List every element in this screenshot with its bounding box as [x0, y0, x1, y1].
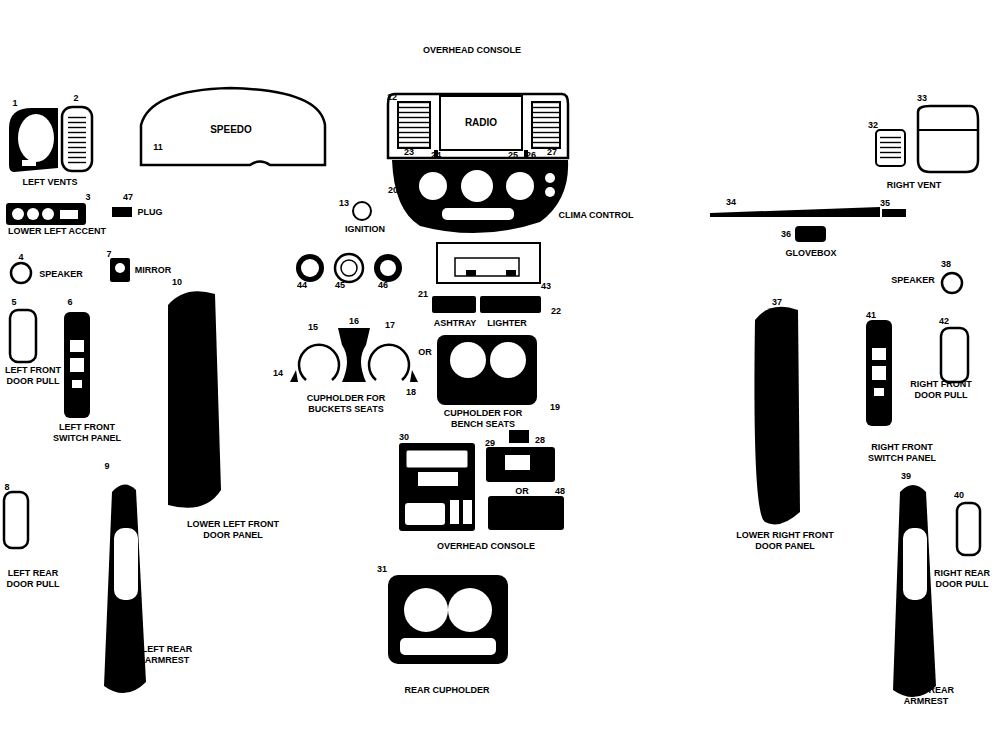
part-name: OVERHEAD CONSOLE: [423, 45, 521, 56]
part-name: LOWER LEFT ACCENT: [8, 226, 106, 237]
part-name: LEFT REAR DOOR PULL: [2, 568, 64, 590]
part-name: CUPHOLDER FOR BUCKETS SEATS: [296, 393, 396, 415]
callout-number: 32: [868, 120, 878, 131]
callout-number: 10: [172, 277, 182, 288]
callout-number: 39: [901, 471, 911, 482]
part-name: LEFT VENTS: [22, 177, 77, 188]
callout-number: 16: [349, 316, 359, 327]
callout-number: 30: [399, 432, 409, 443]
callout-number: 19: [550, 402, 560, 413]
part-name: GLOVEBOX: [785, 248, 836, 259]
outline-part: [388, 94, 568, 158]
callout-number: 40: [954, 490, 964, 501]
part-name: IGNITION: [345, 224, 385, 235]
speedo-bezel: SPEEDO: [138, 86, 328, 170]
part-name: LOWER RIGHT FRONT DOOR PANEL: [731, 530, 839, 552]
part-name: SPEAKER: [39, 269, 83, 280]
callout-number: 6: [67, 297, 72, 308]
callout-number: 45: [335, 280, 345, 291]
part-name: OR: [418, 347, 432, 358]
part-name: LOWER LEFT FRONT DOOR PANEL: [185, 519, 281, 541]
callout-number: 27: [547, 147, 557, 158]
callout-number: 14: [273, 368, 283, 379]
lower-left-accent: [6, 203, 132, 225]
part-name: CUPHOLDER FOR BENCH SEATS: [438, 408, 528, 430]
part-name: LEFT FRONT DOOR PULL: [2, 365, 64, 387]
part-name: LEFT FRONT SWITCH PANEL: [51, 422, 123, 444]
part-name: RIGHT REAR DOOR PULL: [929, 568, 995, 590]
callout-number: 37: [772, 297, 782, 308]
callout-number: 3: [85, 192, 90, 203]
callout-number: 28: [535, 435, 545, 446]
part-name: PLUG: [137, 207, 162, 218]
cupholder-buckets: [290, 328, 418, 382]
callout-number: 33: [917, 93, 927, 104]
part-name: MIRROR: [135, 265, 172, 276]
part-name: RIGHT REAR ARMREST: [893, 685, 959, 707]
callout-number: 43: [541, 281, 551, 292]
callout-number: 17: [385, 320, 395, 331]
part-name: LIGHTER: [487, 318, 527, 329]
callout-number: 1: [12, 98, 17, 109]
callout-number: 7: [106, 249, 111, 260]
part-name: CLIMA CONTROL: [558, 210, 633, 221]
part-name: RIGHT FRONT SWITCH PANEL: [864, 442, 940, 464]
callout-number: 2: [73, 93, 78, 104]
callout-number: 26: [526, 150, 536, 161]
part-name: RIGHT VENT: [887, 180, 942, 191]
outline-part: [440, 96, 522, 150]
callout-number: 4: [18, 252, 23, 263]
callout-number: 8: [4, 482, 9, 493]
callout-number: 15: [308, 322, 318, 333]
callout-number: 5: [11, 297, 16, 308]
callout-number: 34: [726, 197, 736, 208]
part-name: OVERHEAD CONSOLE: [437, 541, 535, 552]
outline-part: [398, 102, 430, 148]
callout-number: 42: [939, 316, 949, 327]
callout-number: 48: [555, 486, 565, 497]
callout-number: 29: [485, 438, 495, 449]
callout-number: 31: [377, 564, 387, 575]
callout-number: 11: [153, 142, 163, 153]
callout-number: 9: [104, 461, 109, 472]
part-name: REAR CUPHOLDER: [404, 685, 489, 696]
callout-number: 38: [941, 259, 951, 270]
part-name: RIGHT FRONT DOOR PULL: [907, 379, 975, 401]
callout-number: 36: [781, 229, 791, 240]
callout-number: 46: [378, 280, 388, 291]
part-name: LEFT REAR ARMREST: [136, 644, 198, 666]
clima-control: [392, 160, 568, 233]
callout-number: 25: [508, 150, 518, 161]
outline-part: [532, 102, 560, 148]
part-name: ASHTRAY: [434, 318, 477, 329]
part-name: OR: [515, 486, 529, 497]
callout-number: 23: [404, 147, 414, 158]
callout-number: 41: [866, 310, 876, 321]
callout-number: 22: [551, 306, 561, 317]
part-name: SPEEDO: [210, 124, 252, 135]
outline-part: [141, 88, 325, 165]
callout-number: 12: [387, 92, 397, 103]
callout-number: 24: [431, 150, 441, 161]
callout-number: 35: [880, 198, 890, 209]
callout-number: 47: [123, 192, 133, 203]
part-name: RADIO: [465, 117, 497, 128]
callout-number: 18: [406, 387, 416, 398]
left-vents: [9, 107, 92, 172]
callout-number: 20: [388, 185, 398, 196]
callout-number: 21: [418, 289, 428, 300]
callout-number: 13: [339, 198, 349, 209]
part-name: SPEAKER: [891, 275, 935, 286]
callout-number: 44: [297, 280, 307, 291]
